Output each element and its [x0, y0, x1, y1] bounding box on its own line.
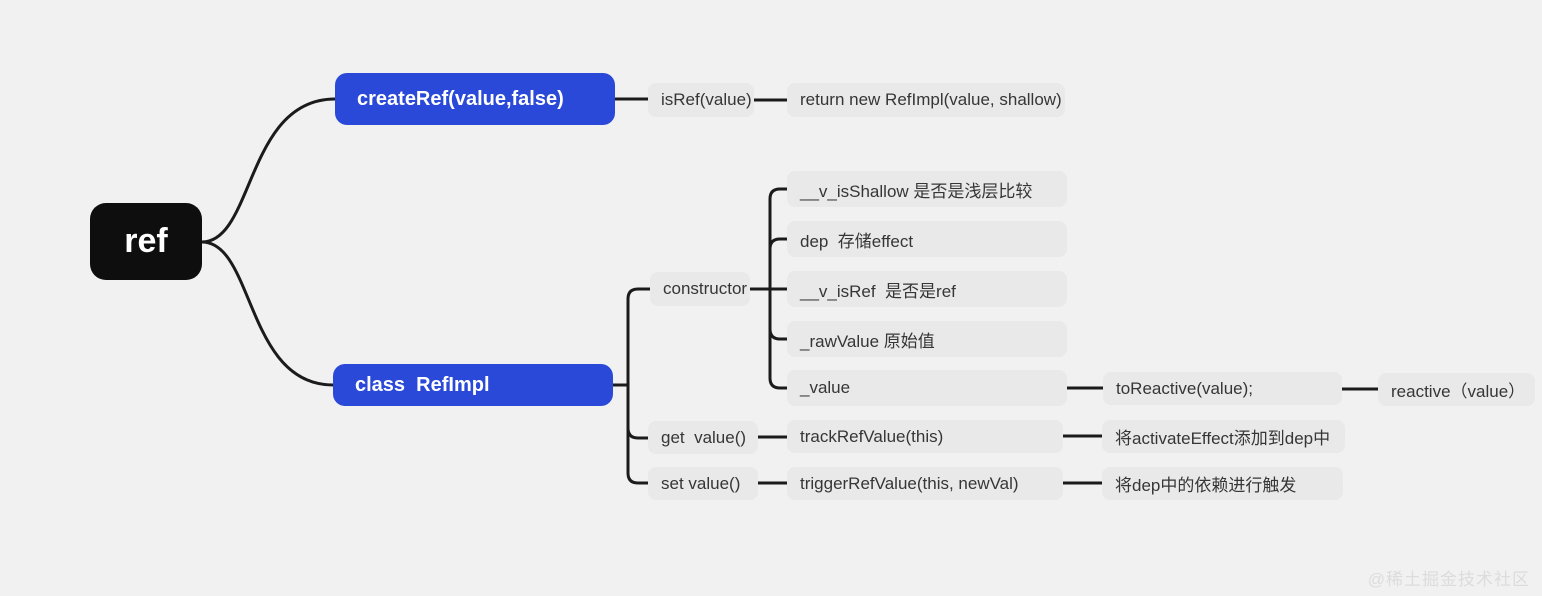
node-get-value[interactable]: get value() — [648, 421, 758, 454]
node-field-value[interactable]: _value — [787, 370, 1067, 406]
node-return-refimpl[interactable]: return new RefImpl(value, shallow) — [787, 83, 1065, 117]
node-field-v-isshallow[interactable]: __v_isShallow 是否是浅层比较 — [787, 171, 1067, 207]
node-trackrefvalue[interactable]: trackRefValue(this) — [787, 420, 1063, 453]
edge-class-getvalue — [626, 383, 650, 440]
node-field-dep[interactable]: dep 存储effect — [787, 221, 1067, 257]
node-field-rawvalue[interactable]: _rawValue 原始值 — [787, 321, 1067, 357]
node-set-value[interactable]: set value() — [648, 467, 758, 500]
edge-constructor-rawvalue — [768, 287, 789, 341]
edge-constructor-dep — [768, 237, 789, 291]
edge-ref-classrefimpl — [200, 240, 335, 387]
node-note-dep-trigger[interactable]: 将dep中的依赖进行触发 — [1102, 467, 1343, 500]
edge-class-setvalue — [626, 383, 650, 485]
edge-class-constructor — [626, 287, 652, 387]
node-class-refimpl[interactable]: class RefImpl — [333, 364, 613, 406]
node-constructor[interactable]: constructor — [650, 272, 750, 306]
node-note-activateeffect[interactable]: 将activateEffect添加到dep中 — [1102, 420, 1345, 453]
node-is-ref[interactable]: isRef(value) — [648, 83, 754, 117]
node-reactive[interactable]: reactive（value） — [1378, 373, 1535, 406]
node-toreactive[interactable]: toReactive(value); — [1103, 372, 1342, 405]
edge-constructor-visshallow — [768, 187, 789, 291]
edge-ref-createref — [200, 97, 337, 244]
watermark-juejin: @稀土掘金技术社区 — [1367, 570, 1530, 589]
node-create-ref[interactable]: createRef(value,false) — [335, 73, 615, 125]
node-field-v-isref[interactable]: __v_isRef 是否是ref — [787, 271, 1067, 307]
node-root-ref[interactable]: ref — [90, 203, 202, 280]
edge-constructor-value — [768, 287, 789, 390]
node-triggerrefvalue[interactable]: triggerRefValue(this, newVal) — [787, 467, 1063, 500]
